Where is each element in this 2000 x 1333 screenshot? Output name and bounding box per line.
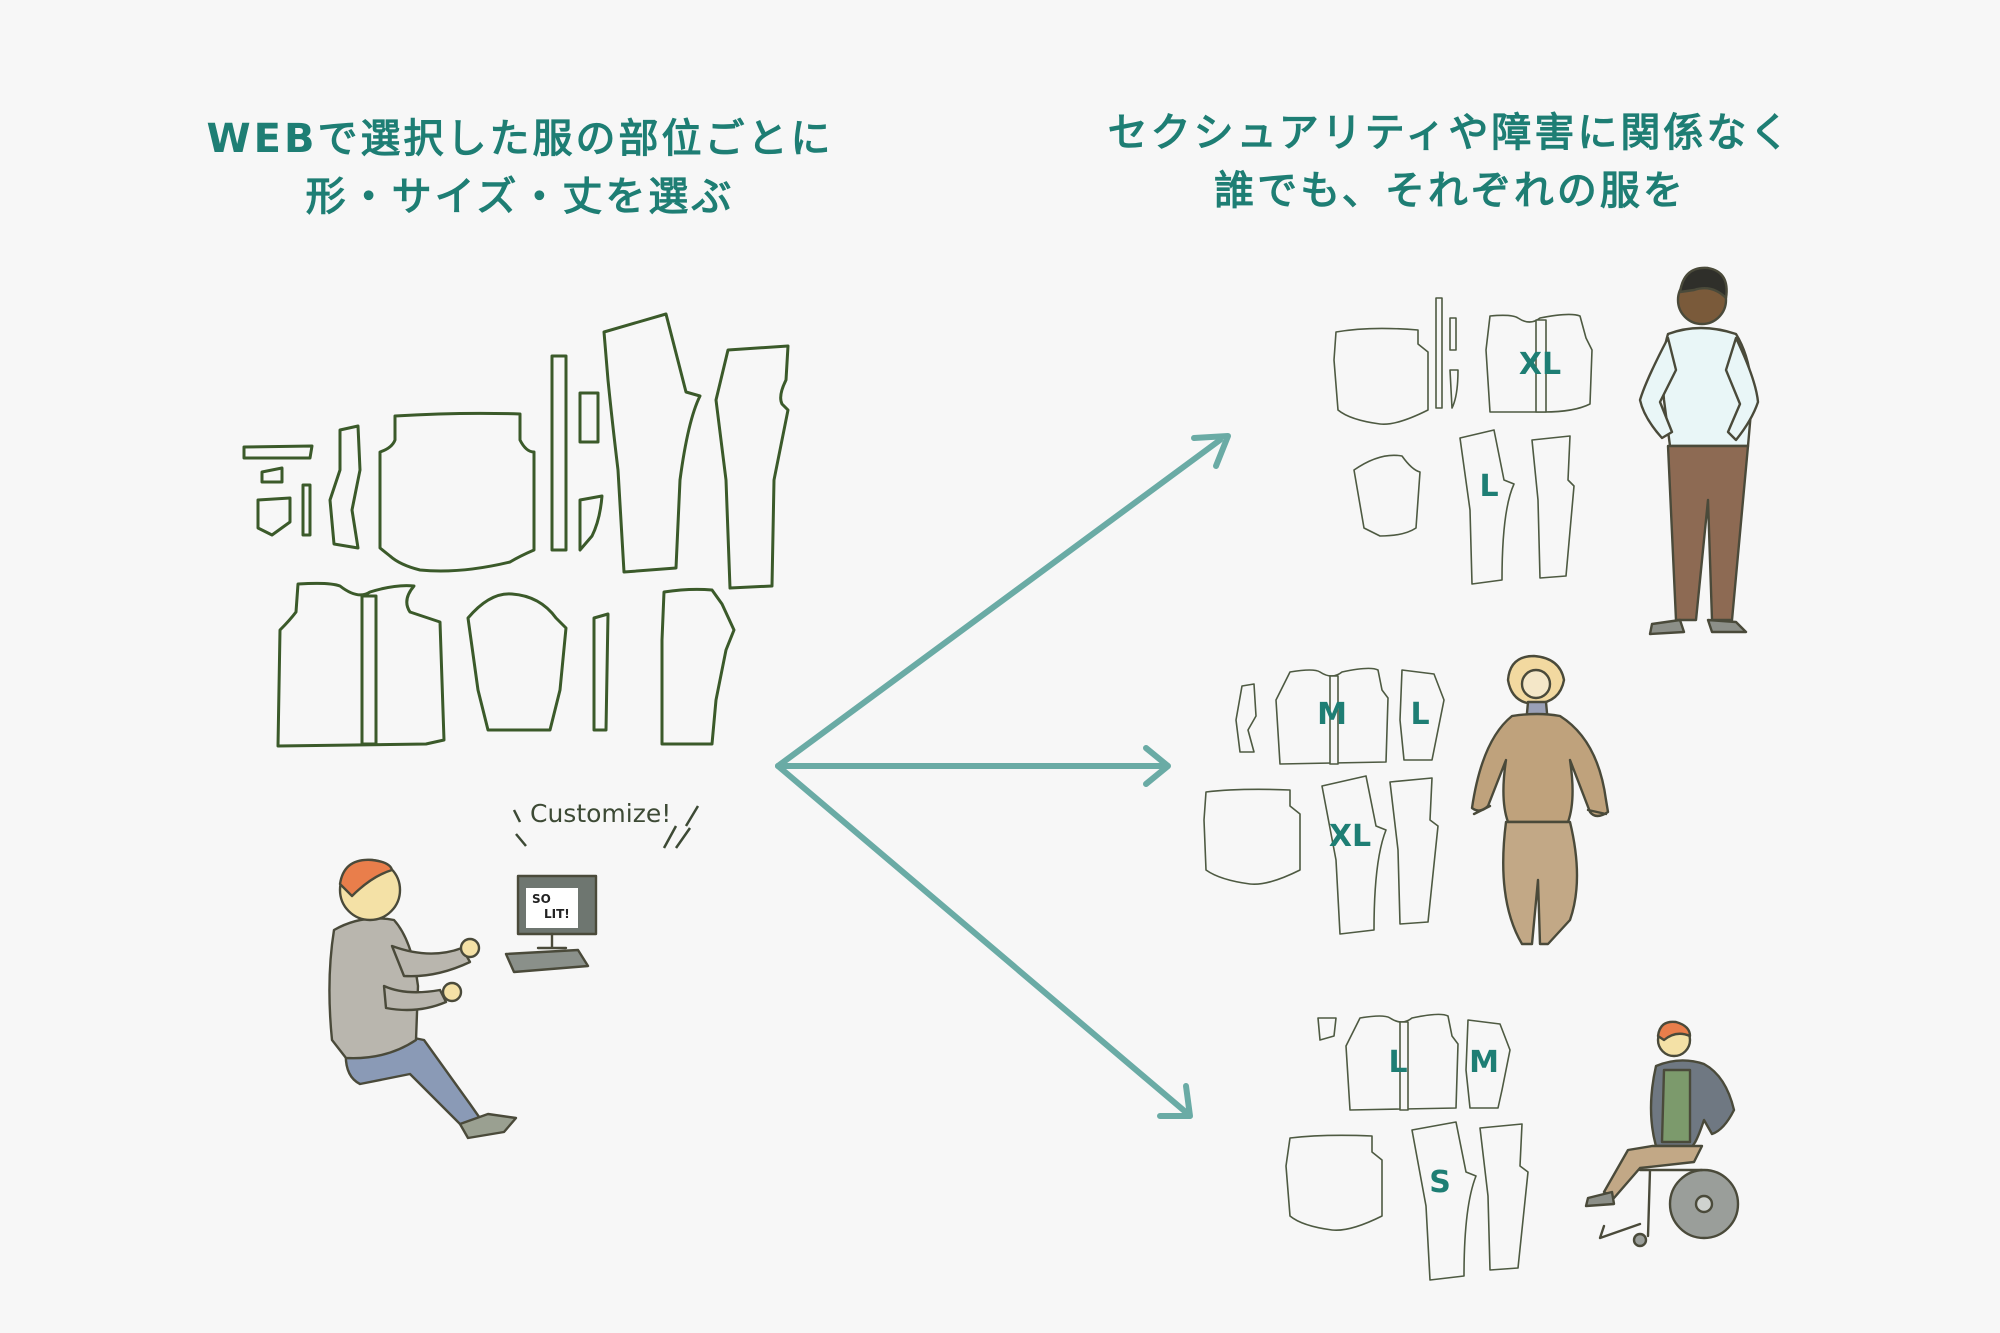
excitement-lines-left: [512, 809, 527, 847]
pattern-collar: [328, 424, 362, 550]
outfit-2-collar: [1235, 683, 1257, 753]
figure-3-shoes: [1584, 1190, 1616, 1208]
pattern-pocket: [256, 496, 292, 537]
outfit-2-back-piece: [1203, 788, 1301, 886]
garment-pattern-pieces: [242, 312, 790, 748]
pattern-small-square: [260, 466, 284, 484]
figure-1-left-arm: [1638, 336, 1678, 440]
pattern-sleeve: [466, 592, 568, 732]
outfit-1-sleeve: [1353, 454, 1421, 537]
figure-3-shirt: [1660, 1068, 1692, 1144]
monitor-stand: [536, 932, 568, 950]
outfit-2-placket: [1329, 675, 1339, 765]
outfit-2: M L XL: [1203, 654, 1610, 946]
screen-text-lit: LIT!: [544, 907, 570, 921]
screen-text-so: SO: [532, 892, 551, 906]
pattern-small-tab: [242, 444, 314, 460]
outfit-2-trouser-front: [1321, 775, 1387, 935]
outfit-1-placket: [1535, 319, 1547, 413]
person-arm-lower: [382, 984, 448, 1012]
excitement-lines-right: [662, 805, 700, 849]
outfit-1-strip-a: [1435, 297, 1443, 409]
right-heading: セクシュアリティや障害に関係なく 誰でも、それぞれの服を: [1030, 104, 1870, 220]
outfit-1-trouser-front: [1459, 429, 1515, 585]
wheelchair-frame: [1598, 1168, 1704, 1240]
outfit-3-pocket: [1317, 1017, 1337, 1041]
right-heading-line-1: セクシュアリティや障害に関係なく: [1107, 110, 1793, 156]
pattern-thin-strip: [301, 483, 312, 537]
person-arm-raised: [390, 944, 472, 978]
figure-3-hair: [1656, 1020, 1692, 1042]
pattern-side-trouser: [660, 587, 736, 746]
outfit-3-sleeve: [1465, 1019, 1511, 1109]
outfit-3-trouser-back: [1479, 1123, 1529, 1271]
outfit-3: L M S: [1285, 1013, 1740, 1281]
figure-2-hands: [1472, 804, 1608, 816]
figure-1-right-arm: [1724, 336, 1760, 442]
monitor-screen: [526, 888, 578, 928]
pattern-front-placket: [360, 594, 378, 746]
outfit-2-sleeve: [1399, 669, 1445, 761]
pattern-front-trouser: [602, 312, 702, 574]
figure-3-trousers: [1602, 1144, 1704, 1200]
outfit-3-size-label-1: L: [1388, 1045, 1407, 1080]
outfit-3-size-label-3: S: [1429, 1165, 1451, 1200]
outfit-1-size-label-1: XL: [1519, 347, 1561, 382]
outfit-3-back-piece: [1285, 1134, 1383, 1232]
figure-1-trousers: [1666, 444, 1750, 622]
person-hand-raised: [459, 937, 481, 959]
figure-2-trousers: [1502, 820, 1579, 946]
outfit-1-trouser-back: [1531, 435, 1575, 579]
pattern-back-body: [378, 411, 536, 573]
outfit-2-trouser-back: [1389, 777, 1439, 925]
person-shoes: [458, 1112, 518, 1140]
outfit-3-size-label-2: M: [1469, 1045, 1499, 1080]
figure-2-jacket: [1470, 712, 1610, 824]
person-hair: [338, 858, 394, 898]
arrowhead-outfit-1: [1191, 433, 1231, 469]
figure-1-shoes: [1648, 618, 1748, 636]
arrowhead-outfit-3: [1157, 1083, 1193, 1119]
left-heading: WEBで選択した服の部位ごとに 形・サイズ・丈を選ぶ: [140, 110, 900, 226]
figure-2-face: [1520, 668, 1552, 700]
wheelchair-hub: [1694, 1194, 1714, 1214]
customize-label: Customize!: [530, 799, 671, 828]
left-heading-line-2: 形・サイズ・丈を選ぶ: [305, 174, 735, 220]
outfit-3-placket: [1399, 1021, 1409, 1111]
keyboard: [504, 948, 590, 974]
pattern-facing: [578, 494, 604, 552]
arrow-to-outfit-1: [775, 437, 1223, 769]
pattern-placket-rect: [578, 391, 600, 444]
right-heading-line-2: 誰でも、それぞれの服を: [1214, 168, 1686, 214]
pattern-cuff: [592, 612, 610, 732]
person-sweater: [328, 917, 420, 1060]
outfit-2-size-label-2: L: [1410, 697, 1429, 732]
outfit-2-size-label-3: XL: [1329, 819, 1371, 854]
customizing-person: Customize! SO LIT!: [328, 799, 700, 1140]
outfit-1-strip-b: [1449, 317, 1457, 351]
outfit-2-size-label-1: M: [1317, 697, 1347, 732]
outfit-1-size-label-2: L: [1479, 469, 1498, 504]
person-hand-lower: [441, 981, 463, 1003]
wheelchair-caster: [1632, 1232, 1648, 1248]
figure-1-hair: [1678, 266, 1728, 300]
left-heading-line-1: WEBで選択した服の部位ごとに: [206, 116, 834, 162]
outfit-1-back-piece: [1333, 327, 1429, 426]
pattern-long-strip: [550, 354, 568, 552]
branch-arrows: [775, 433, 1231, 1119]
outfit-1-strip-c: [1449, 369, 1459, 409]
arrowhead-outfit-2: [1143, 745, 1171, 787]
arrow-to-outfit-3: [775, 763, 1191, 1117]
outfit-3-trouser-front: [1411, 1121, 1477, 1281]
pattern-back-trouser: [714, 344, 790, 590]
outfit-1: XL L: [1333, 266, 1760, 636]
